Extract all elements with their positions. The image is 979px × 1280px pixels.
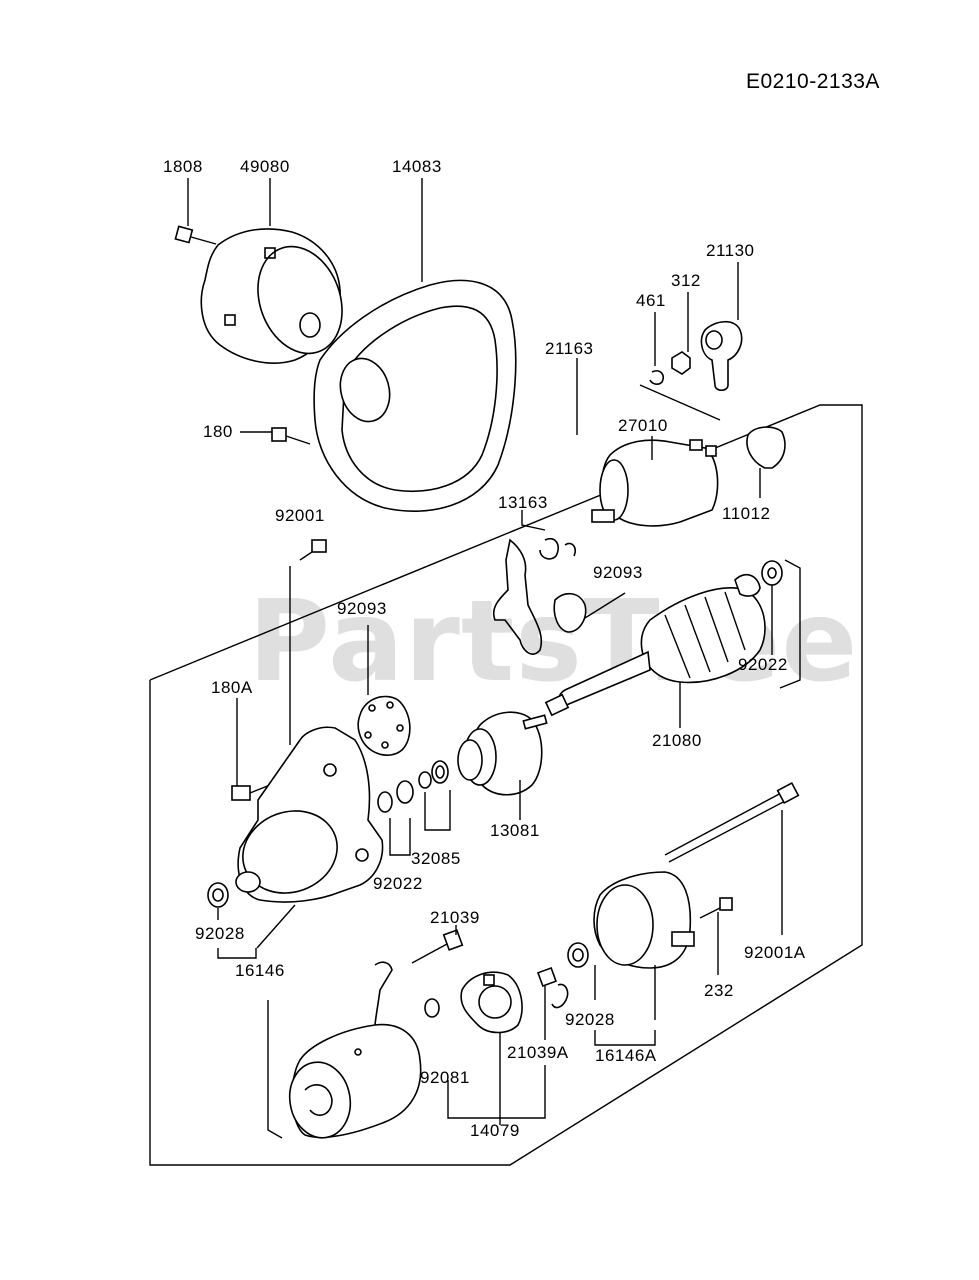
watermark: PartsTree xyxy=(248,577,858,707)
label-21163: 21163 xyxy=(545,339,594,358)
part-92028-bush-left[interactable] xyxy=(207,882,229,908)
part-232-screw[interactable] xyxy=(699,897,733,919)
part-180-bolt[interactable] xyxy=(271,427,311,445)
label-21039: 21039 xyxy=(430,908,480,927)
part-14083-shroud[interactable] xyxy=(313,279,517,512)
part-21039A-brush[interactable] xyxy=(537,967,569,1009)
label-27010: 27010 xyxy=(618,416,668,435)
label-49080: 49080 xyxy=(240,157,290,176)
part-92001-bolt[interactable] xyxy=(299,539,327,561)
label-14079: 14079 xyxy=(470,1121,520,1140)
part-92001A-through-bolt[interactable] xyxy=(664,781,800,863)
label-461: 461 xyxy=(636,291,666,310)
label-92093-upper: 92093 xyxy=(593,563,643,582)
part-92022-washer-right[interactable] xyxy=(761,560,783,586)
label-16146A: 16146A xyxy=(595,1046,657,1065)
label-92028-right: 92028 xyxy=(565,1010,615,1029)
label-21130: 21130 xyxy=(706,241,755,260)
label-21080: 21080 xyxy=(652,731,702,750)
part-49080-cover[interactable] xyxy=(200,228,356,365)
label-11012: 11012 xyxy=(722,504,771,523)
label-16146: 16146 xyxy=(235,961,285,980)
part-21130-cap[interactable] xyxy=(700,320,743,392)
label-32085: 32085 xyxy=(411,849,461,868)
part-92028-bush-right[interactable] xyxy=(567,942,589,968)
part-13081-clutch[interactable] xyxy=(457,711,548,796)
part-461-clip[interactable] xyxy=(649,370,665,385)
part-92081-spring[interactable] xyxy=(424,998,440,1018)
label-92022-left: 92022 xyxy=(373,874,423,893)
part-labels: 1808 49080 14083 21130 312 461 21163 180… xyxy=(163,157,806,1140)
label-232: 232 xyxy=(704,981,734,1000)
part-21080-armature[interactable] xyxy=(544,573,766,717)
part-92093-brush-upper[interactable] xyxy=(553,592,587,633)
part-32085-ring[interactable] xyxy=(418,760,449,789)
label-13163: 13163 xyxy=(498,493,548,512)
label-1808: 1808 xyxy=(163,157,203,176)
part-27010-solenoid[interactable] xyxy=(591,439,719,527)
label-92028-left: 92028 xyxy=(195,924,245,943)
part-92093-gasket[interactable] xyxy=(357,695,411,756)
label-14083: 14083 xyxy=(392,157,442,176)
part-14079-brush-holder[interactable] xyxy=(460,971,523,1034)
part-front-housing[interactable] xyxy=(231,726,384,906)
label-92022-right: 92022 xyxy=(738,655,788,674)
label-13081: 13081 xyxy=(490,821,540,840)
label-92001A: 92001A xyxy=(744,943,806,962)
part-21039-brush[interactable] xyxy=(411,929,464,964)
label-92081: 92081 xyxy=(420,1068,470,1087)
label-180: 180 xyxy=(203,422,233,441)
part-312-nut[interactable] xyxy=(671,351,691,375)
label-92093-left: 92093 xyxy=(337,599,387,618)
label-312: 312 xyxy=(671,271,701,290)
part-16146A-rear-cover[interactable] xyxy=(593,871,695,969)
part-1808-bolt[interactable] xyxy=(174,225,217,245)
assembly-boundary xyxy=(149,404,863,1166)
part-11012-boot[interactable] xyxy=(746,426,786,469)
part-92022-washer-left[interactable] xyxy=(377,780,414,813)
label-21039A: 21039A xyxy=(507,1043,569,1062)
part-13163-bracket[interactable] xyxy=(492,538,577,655)
diagram-code: E0210-2133A xyxy=(746,70,880,93)
label-92001: 92001 xyxy=(275,506,325,525)
part-yoke[interactable] xyxy=(284,961,422,1142)
label-180A: 180A xyxy=(211,678,253,697)
